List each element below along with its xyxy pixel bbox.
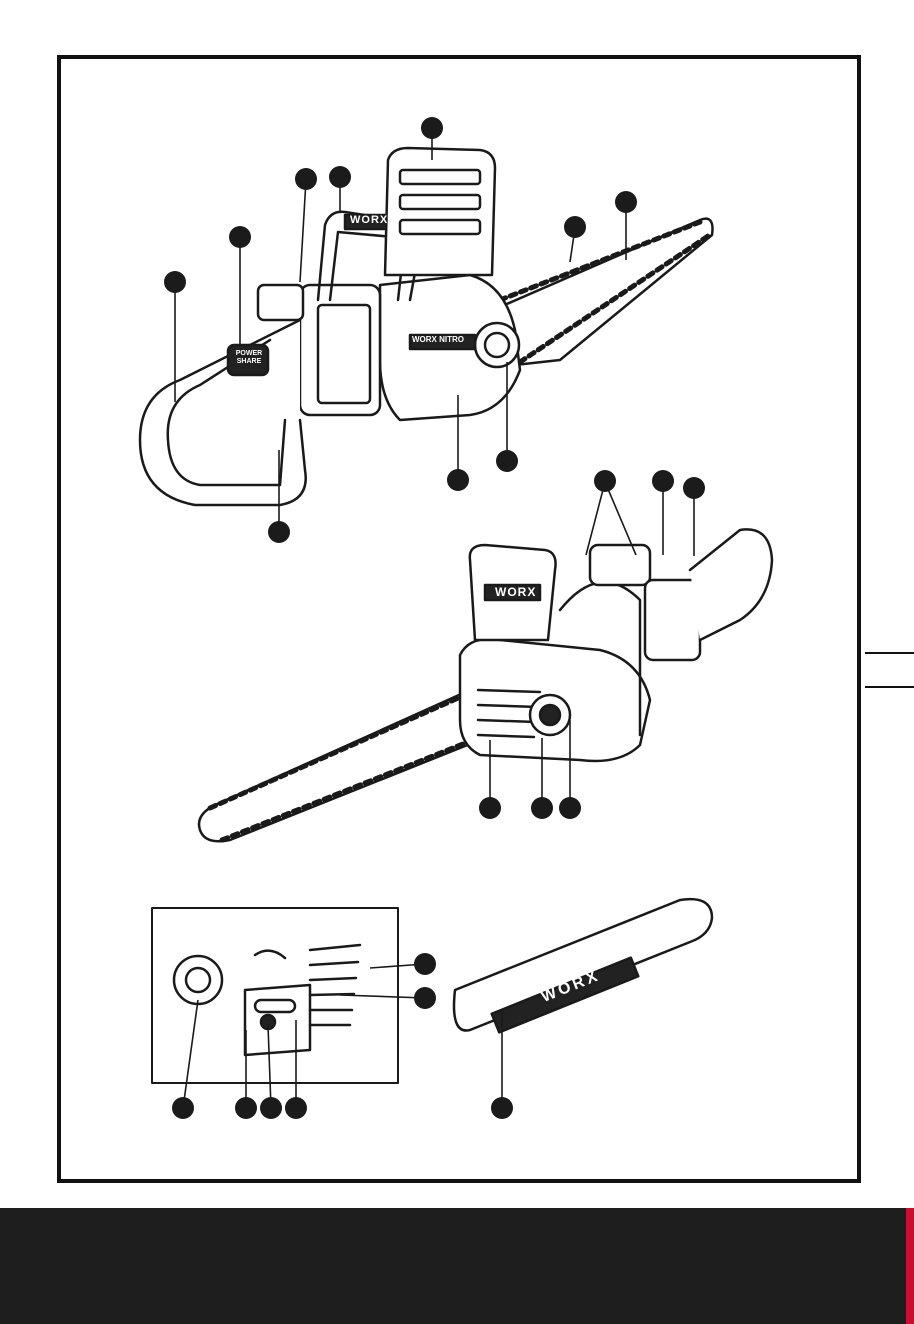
callout-marker (683, 477, 705, 499)
callout-marker (285, 1097, 307, 1119)
callout-marker (531, 797, 553, 819)
callout-marker (414, 953, 436, 975)
top-handle-logo: WORX (350, 214, 388, 226)
callout-marker (479, 797, 501, 819)
callout-marker (447, 469, 469, 491)
callout-marker (615, 191, 637, 213)
page-footer-band (0, 1208, 914, 1324)
callout-marker (496, 450, 518, 472)
power-share-label: POWER SHARE (230, 350, 268, 366)
callout-marker (329, 166, 351, 188)
callout-marker (260, 1097, 282, 1119)
callout-marker (559, 797, 581, 819)
footer-accent-bar (906, 1208, 914, 1324)
callout-marker (172, 1097, 194, 1119)
callout-marker (564, 216, 586, 238)
section-tab-mark-bottom (865, 686, 914, 688)
callout-marker (164, 271, 186, 293)
callout-marker (295, 168, 317, 190)
callout-marker (229, 226, 251, 248)
callout-marker (235, 1097, 257, 1119)
callout-marker (268, 521, 290, 543)
chainsaw-side-view (199, 529, 772, 841)
housing-label: WORX NITRO (412, 335, 464, 344)
scabbard (454, 899, 712, 1032)
callout-marker (421, 117, 443, 139)
side-guard-logo: WORX (495, 585, 536, 599)
callout-marker (414, 987, 436, 1009)
callout-marker (652, 470, 674, 492)
callout-marker (491, 1097, 513, 1119)
section-tab-mark-top (865, 652, 914, 654)
callout-marker (594, 470, 616, 492)
